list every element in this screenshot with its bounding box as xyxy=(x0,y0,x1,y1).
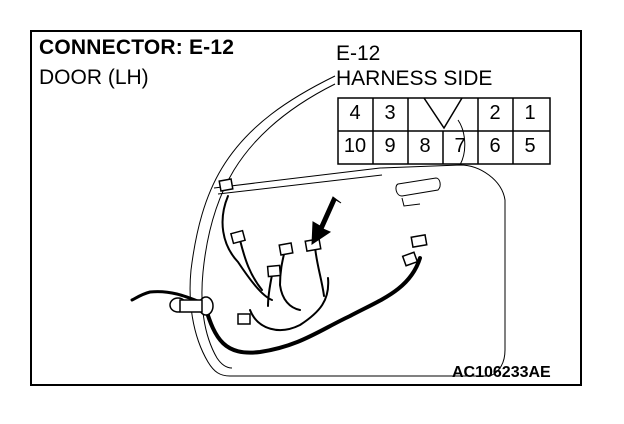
pin-1: 1 xyxy=(524,102,536,124)
connector-location: DOOR (LH) xyxy=(39,66,149,89)
figure-code: AC106233AE xyxy=(452,364,551,381)
pin-9: 9 xyxy=(384,135,396,157)
pin-4: 4 xyxy=(349,102,361,124)
pin-10: 10 xyxy=(343,135,367,157)
door-outline xyxy=(189,75,506,377)
wire-harness xyxy=(130,195,422,355)
harness-side-label: HARNESS SIDE xyxy=(336,67,493,90)
pin-3: 3 xyxy=(384,102,396,124)
door-grommet xyxy=(169,296,214,316)
pin-6: 6 xyxy=(489,135,501,157)
harness-connectors xyxy=(218,178,428,325)
pin-7: 7 xyxy=(454,135,466,157)
pin-8: 8 xyxy=(419,135,431,157)
pin-2: 2 xyxy=(489,102,501,124)
diagram-frame xyxy=(30,30,582,386)
pin-5: 5 xyxy=(524,135,536,157)
connector-key-notch xyxy=(423,97,463,130)
connector-id-label: E-12 xyxy=(336,42,381,65)
connector-pin-table xyxy=(337,97,551,165)
connector-title: CONNECTOR: E-12 xyxy=(39,36,235,59)
connector-pointer-arrow xyxy=(311,196,342,245)
